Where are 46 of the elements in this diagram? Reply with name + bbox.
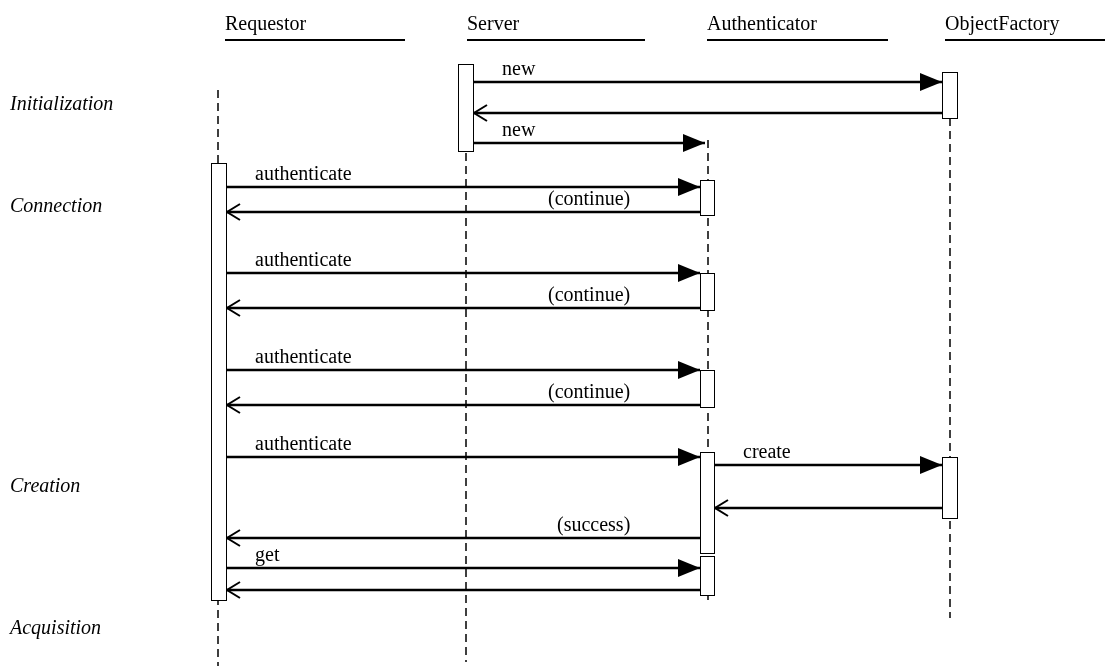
- activation-bar: [211, 163, 227, 601]
- activation-bar: [700, 556, 715, 596]
- edge-label: (continue): [548, 283, 631, 305]
- message-arrow: [226, 529, 700, 547]
- activation-bar: [942, 457, 958, 519]
- message-arrow: [473, 104, 942, 122]
- edge-label: new: [502, 118, 536, 140]
- edge-label: (success): [557, 513, 631, 535]
- edge-label: create: [743, 440, 791, 462]
- message-arrow: [227, 361, 700, 379]
- edge-label: authenticate: [255, 432, 352, 454]
- activation-bar: [700, 452, 715, 554]
- message-arrow: [226, 299, 700, 317]
- message-arrow: [715, 456, 942, 474]
- edge-label: (continue): [548, 380, 631, 402]
- participant-header: Requestor: [225, 12, 405, 41]
- message-arrow: [227, 559, 700, 577]
- activation-bar: [700, 273, 715, 311]
- edge-label: new: [502, 57, 536, 79]
- lifeline: [947, 118, 953, 618]
- phase-label: Creation: [10, 474, 81, 497]
- edge-label: authenticate: [255, 345, 352, 367]
- edge-label: authenticate: [255, 162, 352, 184]
- activation-bar: [700, 180, 715, 216]
- message-arrow: [226, 203, 700, 221]
- activation-bar: [700, 370, 715, 408]
- message-arrow: [226, 581, 700, 599]
- message-arrow: [714, 499, 942, 517]
- participant-header: Authenticator: [707, 12, 888, 41]
- message-arrow: [227, 178, 700, 196]
- phase-label: Acquisition: [10, 616, 102, 639]
- message-arrow: [474, 73, 942, 91]
- lifeline: [463, 153, 469, 662]
- edge-label: authenticate: [255, 248, 352, 270]
- edge-label: (continue): [548, 187, 631, 209]
- phase-label: Initialization: [10, 92, 114, 115]
- message-arrow: [474, 134, 705, 152]
- message-arrow: [227, 264, 700, 282]
- activation-bar: [942, 72, 958, 119]
- message-arrow: [226, 396, 700, 414]
- message-arrow: [227, 448, 700, 466]
- activation-bar: [458, 64, 474, 152]
- participant-header: ObjectFactory: [945, 12, 1105, 41]
- participant-header: Server: [467, 12, 645, 41]
- phase-label: Connection: [10, 194, 103, 217]
- edge-label: get: [255, 543, 280, 565]
